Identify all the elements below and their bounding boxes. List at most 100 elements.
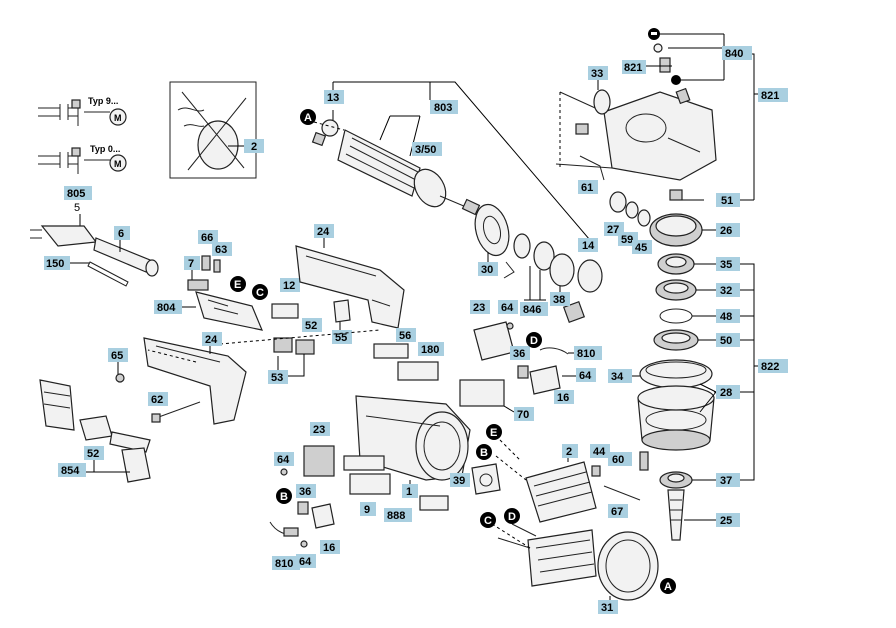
wiring-schematic-1: M Typ 9... [38, 96, 127, 126]
label-16a: 16 [557, 392, 569, 404]
svg-text:D: D [508, 511, 516, 523]
label-51: 51 [721, 195, 733, 207]
spindle-stack: 35 32 48 50 34 28 60 37 [608, 253, 788, 541]
label-56: 56 [399, 330, 411, 342]
label-821b: 821 [761, 90, 779, 102]
label-804: 804 [157, 302, 176, 314]
crossed-stator-inset: 2 [169, 81, 264, 179]
label-44: 44 [593, 446, 606, 458]
label-28: 28 [720, 387, 732, 399]
label-67: 67 [611, 506, 623, 518]
svg-text:B: B [480, 447, 488, 459]
svg-text:D: D [530, 335, 538, 347]
label-23a: 23 [313, 424, 325, 436]
label-35: 35 [720, 259, 732, 271]
marker-e-left: E [230, 276, 246, 292]
marker-b-left: B [276, 488, 292, 504]
svg-text:C: C [484, 515, 492, 527]
label-36a: 36 [299, 486, 311, 498]
marker-b-center: B [476, 444, 492, 460]
handle-half-bottom: 24 65 62 [108, 332, 247, 425]
label-9: 9 [364, 504, 370, 516]
label-16b: 16 [323, 542, 335, 554]
label-180: 180 [421, 344, 439, 356]
label-34: 34 [611, 371, 624, 383]
label-59: 59 [621, 234, 633, 246]
svg-text:B: B [280, 491, 288, 503]
label-13: 13 [327, 92, 339, 104]
label-854: 854 [61, 465, 80, 477]
label-27: 27 [607, 224, 619, 236]
typ-label-1: Typ 9... [88, 96, 118, 106]
label-61: 61 [581, 182, 593, 194]
marker-d-bottom: D [504, 508, 520, 524]
label-36b: 36 [513, 348, 525, 360]
marker-a-top: A [300, 109, 316, 125]
label-50: 50 [720, 335, 732, 347]
label-26: 26 [720, 225, 732, 237]
label-55: 55 [335, 332, 347, 344]
label-846: 846 [523, 304, 541, 316]
label-39: 39 [453, 475, 465, 487]
label-62: 62 [151, 394, 163, 406]
marker-d-center: D [526, 332, 542, 348]
motor-housing: 1 56 180 70 9 888 39 [343, 328, 534, 522]
svg-text:E: E [490, 427, 497, 439]
label-7: 7 [188, 258, 194, 270]
label-3-50: 3/50 [415, 144, 436, 156]
label-64c: 64 [501, 302, 514, 314]
label-63: 63 [215, 244, 227, 256]
wiring-schematic-group: M Typ 9... M Typ 0... [38, 96, 127, 174]
label-37: 37 [720, 475, 732, 487]
marker-e-center: E [486, 424, 502, 440]
armature-assembly: 13 803 3/50 14 30 846 38 [311, 81, 603, 324]
label-32: 32 [720, 285, 732, 297]
cord-and-switch: 805 5 6 150 66 63 7 804 12 52 [30, 186, 352, 384]
label-38: 38 [553, 294, 565, 306]
handle-half-top: 24 [219, 224, 405, 345]
label-48: 48 [720, 311, 732, 323]
label-822: 822 [761, 361, 779, 373]
connection-markers: A A B B C C D D [230, 109, 676, 594]
label-23b: 23 [473, 302, 485, 314]
motor-symbol-1: M [114, 113, 122, 123]
label-66: 66 [201, 232, 213, 244]
wiring-schematic-2: M Typ 0... [38, 144, 127, 174]
label-52b: 52 [87, 448, 99, 460]
typ-label-2: Typ 0... [90, 144, 120, 154]
dashed-guides [147, 121, 531, 549]
label-810b: 810 [275, 558, 293, 570]
label-64b: 64 [579, 370, 592, 382]
stator-field: 2 44 67 31 [497, 444, 659, 614]
gear-housing-assembly: 33 61 840 821 821 51 27 59 45 [555, 28, 788, 254]
motor-symbol-2: M [114, 159, 122, 169]
label-24b: 24 [205, 334, 218, 346]
label-65: 65 [111, 350, 123, 362]
label-24a: 24 [317, 226, 330, 238]
label-150: 150 [46, 258, 64, 270]
marker-a-bottom: A [660, 578, 676, 594]
label-1: 1 [406, 486, 412, 498]
svg-text:C: C [256, 287, 264, 299]
label-888: 888 [387, 510, 405, 522]
label-5: 5 [74, 202, 80, 214]
label-803: 803 [434, 102, 452, 114]
label-840: 840 [725, 48, 743, 60]
label-53: 53 [271, 372, 283, 384]
svg-text:A: A [664, 581, 672, 593]
label-810a: 810 [577, 348, 595, 360]
label-60: 60 [612, 454, 624, 466]
label-64d: 64 [299, 556, 312, 568]
label-33: 33 [591, 68, 603, 80]
brush-parts: 23 64 36 810 64 16 23 64 36 16 810 [269, 300, 602, 570]
label-25: 25 [720, 515, 732, 527]
label-70: 70 [517, 409, 529, 421]
label-805: 805 [67, 188, 85, 200]
label-52a: 52 [305, 320, 317, 332]
label-45: 45 [635, 242, 647, 254]
label-64a: 64 [277, 454, 290, 466]
label-31: 31 [601, 602, 613, 614]
svg-text:A: A [304, 112, 312, 124]
label-14: 14 [582, 240, 595, 252]
